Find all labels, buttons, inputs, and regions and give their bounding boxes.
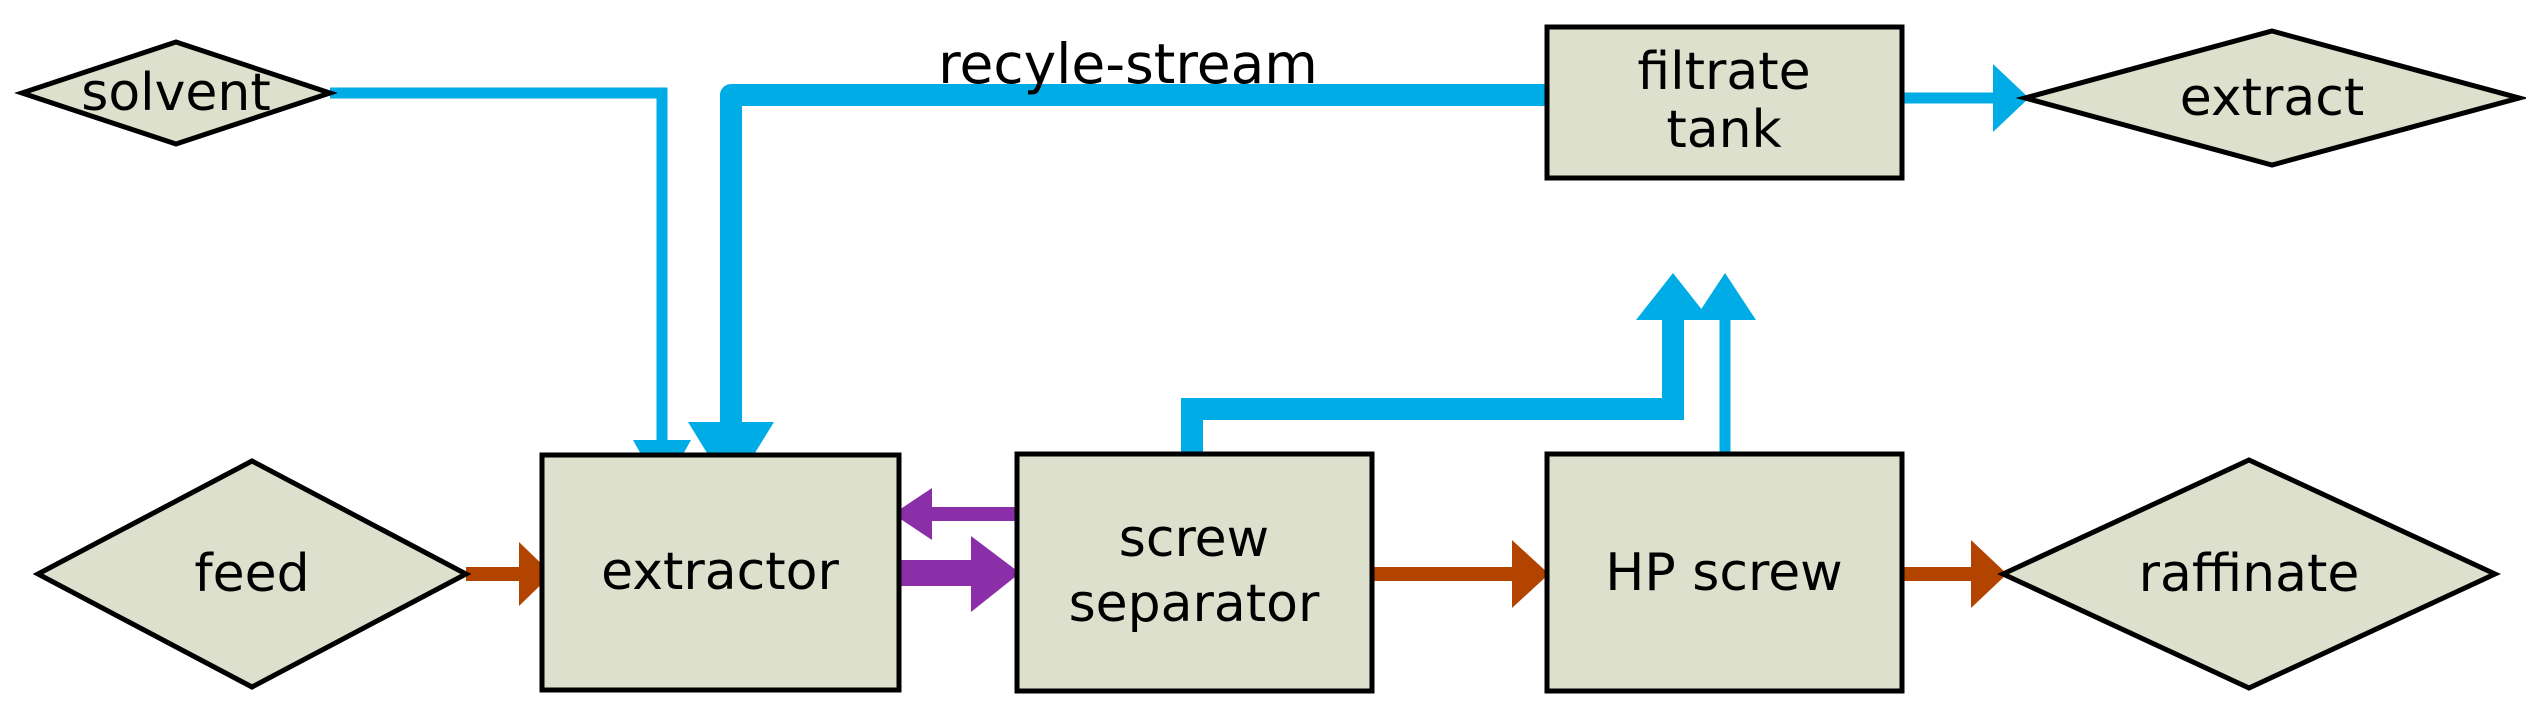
extract-label: extract (2180, 68, 2364, 128)
solvent-label: solvent (81, 63, 270, 123)
hp-screw-label: HP screw (1605, 543, 1842, 603)
hp-screw-rect-shape (1544, 451, 1905, 694)
feed-arrowhead-icon (519, 542, 552, 606)
edge-hpscrew-to-tank[interactable] (1694, 273, 1756, 454)
solvent-stream-path (330, 87, 668, 448)
filtrate-tank-label-line1: filtrate (1637, 42, 1810, 102)
screw-separator-rect-shape (1014, 451, 1375, 694)
edge-separator-to-extractor[interactable] (893, 488, 1025, 540)
node-hp-screw[interactable]: HP screw (1544, 451, 1905, 694)
solvent-diamond-shape (14, 39, 338, 147)
node-feed[interactable]: feed (32, 458, 472, 690)
edge-separator-to-tank[interactable] (1181, 273, 1710, 454)
separator-to-tank-arrowhead-icon (1636, 273, 1710, 320)
edge-tank-to-extract[interactable] (1902, 64, 2029, 132)
screw-separator-label-line2: separator (1069, 574, 1320, 634)
raffinate-arrowhead-icon (1971, 540, 2007, 608)
separator-to-extractor-arrowhead-icon (893, 488, 932, 540)
node-filtrate-tank[interactable]: filtrate tank (1544, 24, 1905, 181)
extractor-label: extractor (601, 542, 839, 602)
extract-arrowhead-icon (1993, 64, 2029, 132)
edge-recycle-to-extractor[interactable] (688, 84, 1564, 492)
separator-to-hpscrew-arrowhead-icon (1512, 540, 1549, 608)
edge-solvent-to-extractor[interactable] (330, 87, 691, 492)
extractor-to-separator-arrowhead-icon (971, 536, 1020, 612)
raffinate-label: raffinate (2139, 544, 2360, 604)
feed-diamond-shape (32, 458, 472, 690)
edge-extractor-to-separator[interactable] (887, 536, 1020, 612)
edge-hpscrew-to-raffinate[interactable] (1902, 540, 2007, 608)
node-screw-separator[interactable]: screw separator (1014, 451, 1375, 694)
recycle-stream-label: recyle-stream (938, 32, 1318, 96)
extract-diamond-shape (2015, 28, 2526, 168)
node-extract[interactable]: extract (2015, 28, 2526, 168)
raffinate-diamond-shape (1997, 457, 2501, 691)
feed-label: feed (194, 544, 309, 604)
edge-separator-to-hpscrew[interactable] (1372, 540, 1549, 608)
node-extractor[interactable]: extractor (539, 452, 902, 693)
extractor-rect-shape (539, 452, 902, 693)
node-raffinate[interactable]: raffinate (1997, 457, 2501, 691)
separator-to-tank-path (1181, 320, 1684, 454)
edge-feed-to-extractor[interactable] (466, 542, 552, 606)
hpscrew-to-tank-arrowhead-icon (1694, 273, 1756, 320)
node-solvent[interactable]: solvent (14, 39, 338, 147)
recycle-stream-path (720, 84, 1564, 441)
filtrate-tank-rect-shape (1544, 24, 1905, 181)
filtrate-tank-label-line2: tank (1666, 100, 1781, 160)
screw-separator-label-line1: screw (1119, 509, 1269, 569)
